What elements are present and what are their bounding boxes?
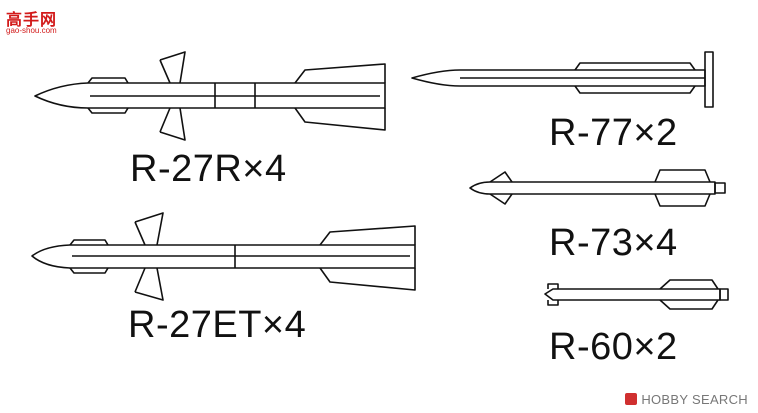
r27r-missile-drawing [34, 51, 386, 141]
r27r-label: R-27R×4 [130, 148, 287, 190]
watermark: HOBBY SEARCH [625, 392, 748, 407]
logo-url: gao-shou.com [6, 26, 57, 35]
r77-missile-drawing [411, 51, 714, 108]
r77-label: R-77×2 [549, 112, 678, 154]
r27et-missile-drawing [31, 212, 416, 301]
site-logo: 高手网 gao-shou.com [6, 6, 72, 40]
hobbysearch-icon [625, 393, 638, 405]
r60-label: R-60×2 [549, 326, 678, 368]
logo-text: 高手网 [6, 10, 58, 29]
watermark-text: HOBBY SEARCH [641, 392, 748, 407]
r60-missile-drawing [544, 279, 729, 310]
r27et-label: R-27ET×4 [128, 304, 307, 346]
r73-label: R-73×4 [549, 222, 678, 264]
r73-missile-drawing [469, 169, 726, 207]
